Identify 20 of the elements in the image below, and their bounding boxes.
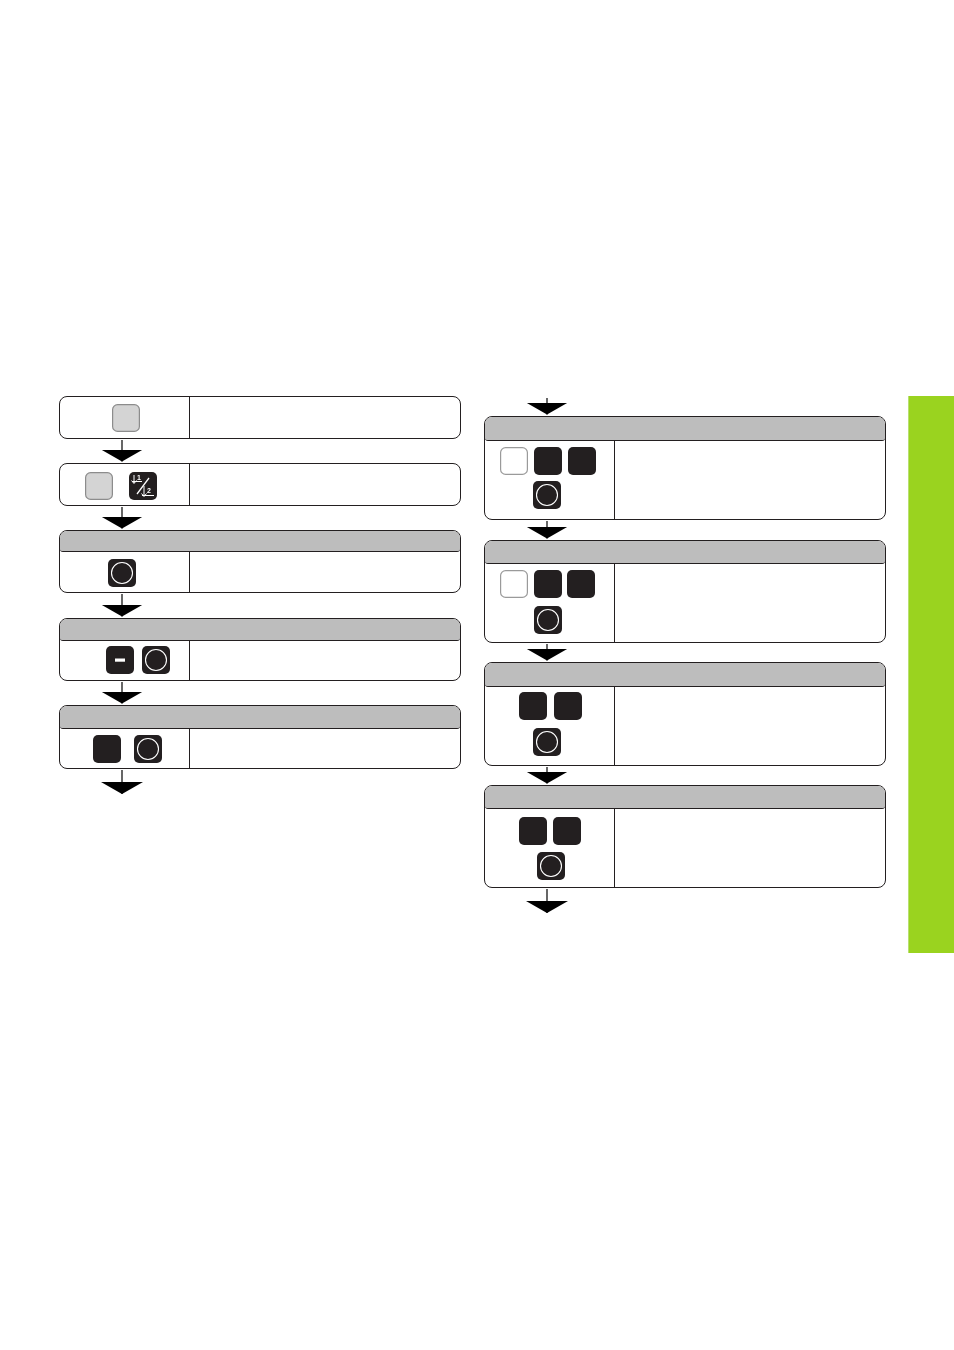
arrow — [526, 766, 568, 785]
step-box — [484, 662, 886, 766]
step-box — [59, 705, 461, 769]
arrow — [101, 681, 143, 705]
arrow — [526, 643, 568, 662]
step-box — [484, 785, 886, 888]
arrow — [101, 506, 143, 530]
arrow — [101, 769, 143, 795]
step-box — [59, 463, 461, 506]
arrow — [526, 520, 568, 540]
arrow — [526, 397, 568, 416]
arrow — [101, 593, 143, 618]
step-box — [59, 618, 461, 681]
step-box — [484, 540, 886, 643]
side-tab-bar — [908, 396, 954, 953]
step-box — [484, 416, 886, 520]
step-box — [59, 396, 461, 439]
step-box — [59, 530, 461, 593]
arrow — [526, 888, 568, 914]
arrow — [101, 439, 143, 463]
